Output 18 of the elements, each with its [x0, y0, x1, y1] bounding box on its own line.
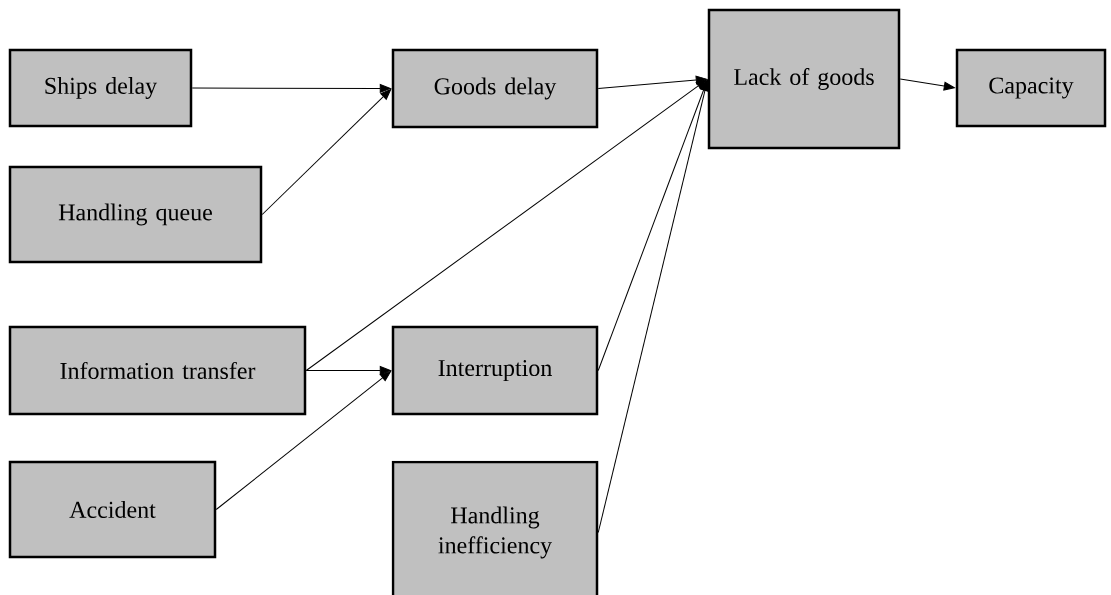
arrow: [261, 89, 392, 215]
process-box: Ships delay: [8, 48, 193, 128]
process-box: Accident: [8, 460, 217, 559]
process-box: Goods delay: [391, 48, 599, 129]
process-box: Lack of goods: [707, 8, 901, 150]
arrow: [597, 79, 708, 371]
arrow: [899, 78, 955, 91]
arrow: [597, 79, 710, 533]
process-box: Information transfer: [8, 325, 307, 416]
process-box: Handling inefficiency: [391, 460, 599, 595]
arrow: [597, 75, 707, 89]
arrow: [305, 79, 708, 371]
process-box: Capacity: [955, 48, 1107, 128]
arrow: [191, 84, 391, 93]
process-box: Handling queue: [8, 165, 263, 264]
arrow: [215, 370, 392, 510]
process-box: Interruption: [391, 325, 599, 416]
arrow: [305, 366, 391, 375]
